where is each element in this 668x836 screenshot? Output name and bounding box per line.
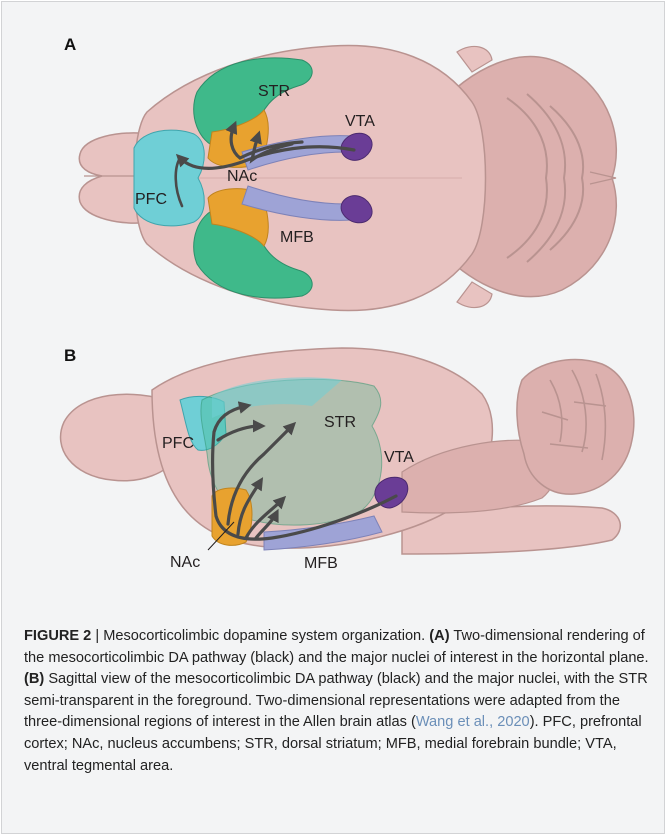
caption-figure-id: FIGURE 2 [24, 628, 91, 644]
label-a-mfb: MFB [280, 229, 314, 246]
label-b-nac: NAc [170, 554, 200, 571]
caption-panel-a-ref: (A) [429, 628, 449, 644]
label-b-pfc: PFC [162, 435, 194, 452]
label-b-str: STR [324, 414, 356, 431]
cerebellum-b [517, 360, 634, 495]
panel-a-horizontal-brain [79, 45, 616, 310]
panel-b-sagittal-brain [61, 348, 634, 554]
caption-panel-b-ref: (B) [24, 671, 44, 687]
pfc-a [134, 130, 204, 226]
label-b-vta: VTA [384, 449, 414, 466]
caption-separator: | [91, 628, 103, 644]
label-a-pfc: PFC [135, 191, 167, 208]
label-a-str: STR [258, 83, 290, 100]
label-a-nac: NAc [227, 168, 257, 185]
label-a-vta: VTA [345, 113, 375, 130]
figure-caption: FIGURE 2 | Mesocorticolimbic dopamine sy… [24, 626, 652, 777]
brain-illustrations: STR VTA NAc PFC MFB [2, 2, 666, 612]
caption-citation-link[interactable]: Wang et al., 2020 [416, 714, 530, 730]
caption-title: Mesocorticolimbic dopamine system organi… [103, 628, 425, 644]
label-b-mfb: MFB [304, 555, 338, 572]
